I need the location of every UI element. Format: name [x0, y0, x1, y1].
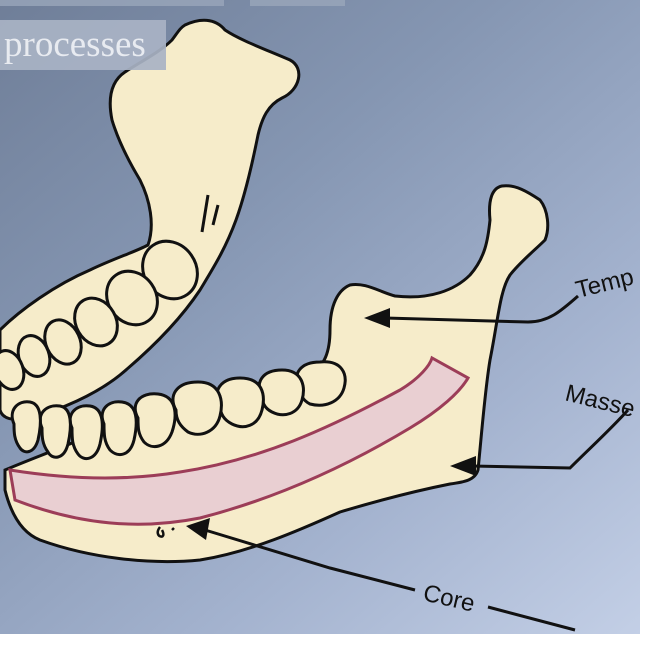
coronoid-label: Core — [421, 580, 478, 618]
tooth — [68, 404, 104, 461]
coronoid-leader-tail — [487, 605, 576, 632]
tooth — [215, 376, 265, 429]
mandible — [3, 184, 550, 564]
tooth — [0, 349, 26, 391]
mandibular-canal — [8, 355, 471, 526]
tooth — [133, 392, 177, 449]
coronoid-arrowhead — [186, 518, 210, 540]
tooth — [10, 400, 42, 454]
tooth — [257, 368, 305, 417]
leader-lines — [186, 294, 630, 632]
temporalis-arrowhead — [364, 308, 390, 328]
coronoid-leader — [204, 528, 416, 592]
bottom-margin — [0, 634, 662, 654]
lower-teeth — [10, 360, 347, 461]
tooth — [171, 380, 223, 436]
masseter-label: Masse — [563, 380, 638, 423]
mental-foramen — [156, 526, 175, 538]
tooth — [100, 400, 138, 457]
slide: Temp Masse Core processes — [0, 0, 640, 634]
masseter-arrowhead — [450, 456, 476, 476]
upper-teeth — [0, 239, 199, 391]
jaw-diagram: Temp Masse Core — [0, 18, 638, 632]
top-strip — [0, 0, 224, 6]
right-margin — [640, 0, 662, 654]
maxilla-detail — [200, 194, 220, 233]
tooth — [73, 296, 119, 348]
masseter-leader — [471, 408, 630, 470]
temporalis-leader — [384, 294, 579, 324]
tooth — [295, 360, 347, 407]
tooth — [38, 404, 72, 459]
slide-title: processes — [0, 20, 166, 70]
temporalis-label: Temp — [573, 263, 636, 303]
top-strip — [250, 0, 345, 6]
